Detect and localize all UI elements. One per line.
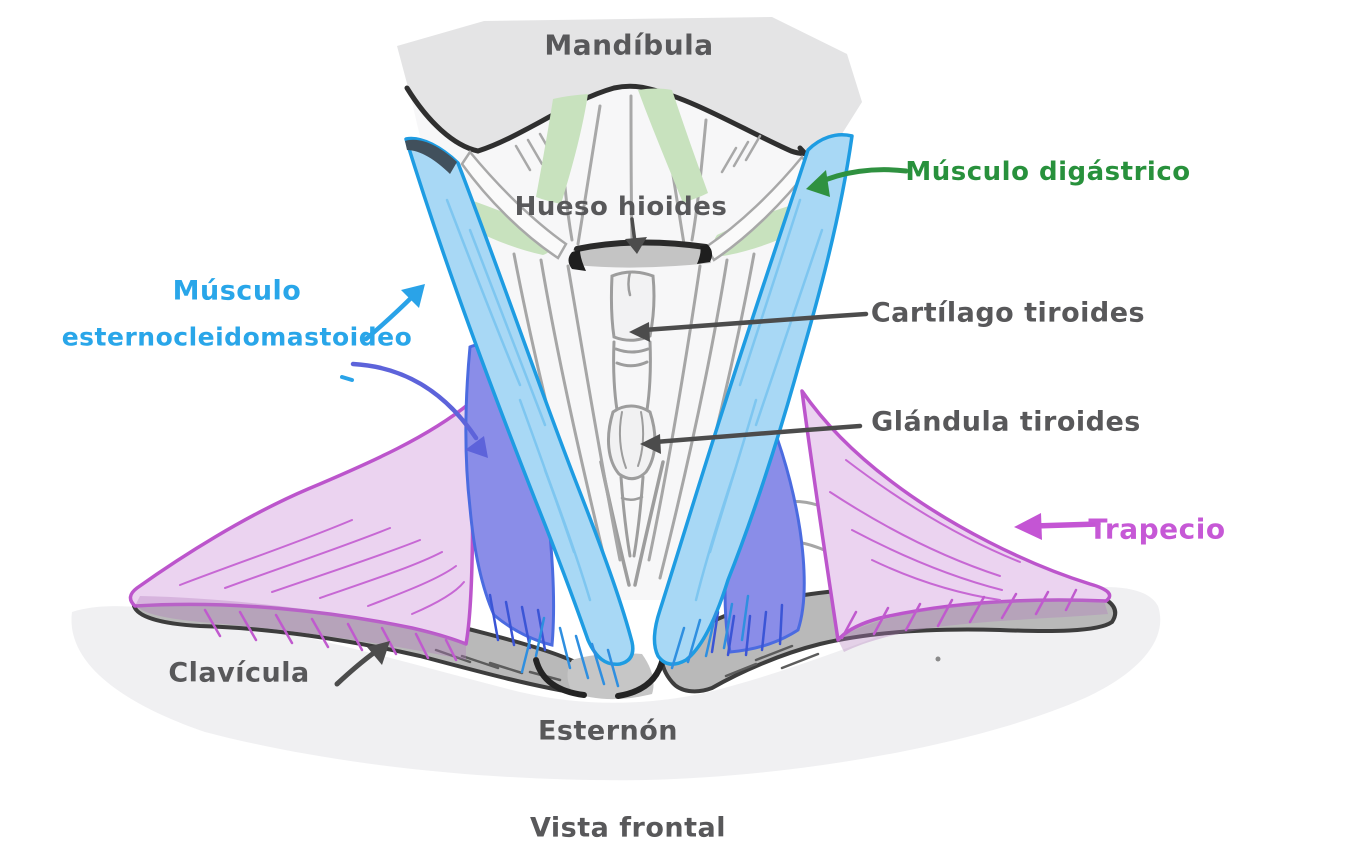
- scm-right-shape: [652, 133, 854, 670]
- scm-arrow-tick: [340, 375, 354, 382]
- trapezius-left-fill: [128, 401, 475, 646]
- shoulder-background-shape: [71, 586, 1161, 781]
- thyroid-gland-arrow: [640, 423, 863, 454]
- label-glandula-tiroides: Glándula tiroides: [871, 406, 1141, 438]
- trapezius-right-fill: [800, 389, 1112, 642]
- label-cartilago-tiroides: Cartílago tiroides: [870, 297, 1146, 329]
- digastric-anterior-left: [536, 94, 588, 204]
- stray-dot: [935, 656, 941, 662]
- label-clavicula: Clavícula: [168, 657, 310, 689]
- thyroid-cartilage-arrow: [629, 311, 869, 342]
- label-hueso-hioides: Hueso hioides: [514, 192, 728, 222]
- annotation-arrows: [334, 167, 1101, 687]
- digastric-arrow: [806, 167, 909, 197]
- trapezius-right-clavicle-overlap: [838, 598, 1108, 652]
- deep-muscle-arrow: [350, 361, 488, 458]
- scm-right-band: [652, 133, 854, 666]
- sternal-notch-right-arc: [615, 655, 666, 699]
- mandible-outline: [404, 83, 844, 156]
- digastric-anterior-right: [638, 88, 708, 203]
- scm-arrow: [340, 284, 425, 382]
- sternal-notch-left-arc: [533, 657, 587, 698]
- hyoid-right-cap: [697, 245, 713, 264]
- mandible-shape: [397, 17, 862, 175]
- manubrium-fill: [567, 653, 654, 700]
- trapezius-right-shape: [800, 389, 1112, 652]
- trapezius-arrow: [1014, 513, 1101, 540]
- label-musculo-esternocleidomastoideo-line1: Músculo: [172, 275, 302, 307]
- clavicle-arrow: [334, 641, 390, 687]
- label-mandibula: Mandíbula: [544, 28, 714, 62]
- label-musculo-esternocleidomastoideo-line2: esternocleidomastoideo: [61, 322, 413, 352]
- larynx-trachea-shape: [599, 270, 665, 587]
- digastric-posterior-left: [461, 199, 553, 255]
- shoulder-blob: [71, 586, 1161, 781]
- label-trapecio: Trapecio: [1088, 512, 1226, 546]
- hyoid-fill: [573, 242, 711, 268]
- hyoid-left-cap: [568, 250, 586, 271]
- scm-left-shape: [404, 136, 635, 688]
- scm-left-mastoid-cap: [405, 139, 457, 174]
- suprahyoid-straps: [460, 149, 812, 262]
- sternum-shape: [533, 653, 666, 700]
- label-esternon: Esternón: [537, 715, 679, 747]
- hyoid-arrow: [625, 217, 647, 254]
- thyroid-cartilage-shape: [609, 270, 656, 342]
- caption-vista-frontal: Vista frontal: [530, 812, 726, 844]
- label-musculo-digastrico: Músculo digástrico: [905, 157, 1191, 187]
